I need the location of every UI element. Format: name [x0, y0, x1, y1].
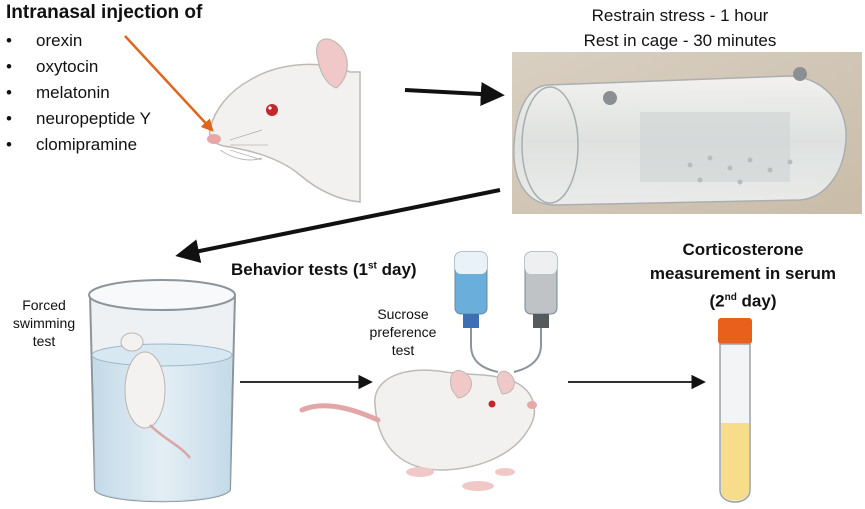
sucrose-label: Sucrose preference test	[369, 306, 437, 358]
injection-arrow	[124, 35, 214, 132]
arrow-to-behavior	[175, 188, 501, 263]
arrow-to-restrainer	[404, 82, 505, 106]
beaker-illustration	[88, 279, 237, 503]
bottle-water	[513, 251, 558, 373]
bottle-sucrose	[454, 251, 499, 373]
cort-line-2: measurement in serum	[649, 264, 837, 283]
injection-item-neuropeptide-y: neuropeptide Y	[6, 106, 151, 132]
cort-line-1: Corticosterone	[682, 240, 804, 259]
injection-title: Intranasal injection of	[6, 2, 203, 23]
corticosterone-label: Corticosterone measurement in serum (2nd…	[618, 238, 865, 314]
stress-label: Restrain stress - 1 hour Rest in cage - …	[530, 3, 830, 53]
injection-item-melatonin: melatonin	[6, 80, 151, 106]
cort-line-3: (2nd day)	[709, 291, 777, 311]
injection-item-oxytocin: oxytocin	[6, 54, 151, 80]
stress-line-2: Rest in cage - 30 minutes	[583, 31, 777, 50]
rat-head-illustration	[207, 38, 361, 203]
injection-item-clomipramine: clomipramine	[6, 132, 151, 158]
stress-line-1: Restrain stress - 1 hour	[591, 6, 769, 25]
serum-tube	[718, 318, 752, 503]
behavior-tests-title: Behavior tests (1st day)	[231, 260, 417, 279]
injection-list: orexin oxytocin melatonin neuropeptide Y…	[6, 28, 151, 158]
forced-swim-label: Forced swimming test	[12, 297, 76, 349]
restrainer-photo	[512, 52, 862, 214]
rat-sitting-illustration	[299, 369, 537, 491]
injection-item-orexin: orexin	[6, 28, 151, 54]
